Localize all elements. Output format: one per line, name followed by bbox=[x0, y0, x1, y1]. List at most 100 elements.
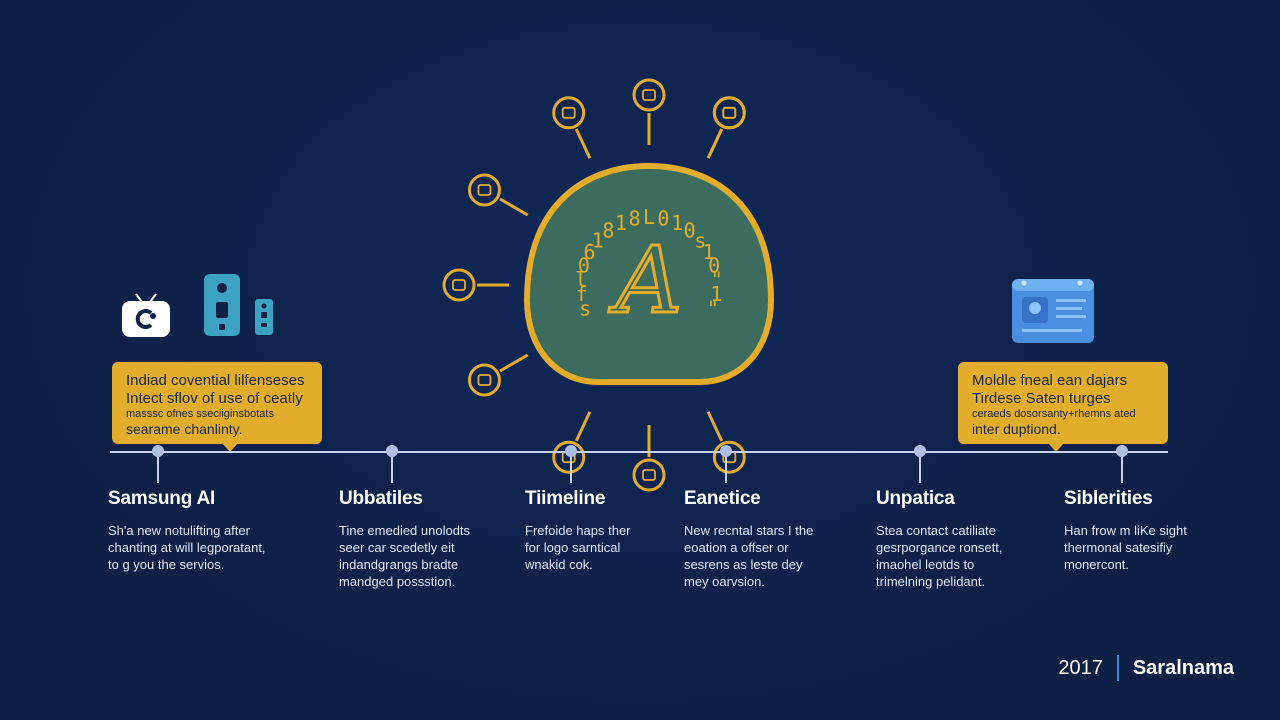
stage-desc-line: Frefoide haps ther bbox=[525, 523, 631, 538]
footer: 2017 Saralnama bbox=[1058, 655, 1234, 681]
timeline-tick bbox=[157, 451, 159, 483]
timeline-node[interactable] bbox=[386, 445, 398, 457]
stage-desc-line: trimelning pelidant. bbox=[876, 574, 986, 589]
callout-left-line-4: searame chanlinty. bbox=[126, 421, 243, 437]
hub-ring-glyph: L bbox=[643, 205, 655, 229]
hub-ring-glyph: " bbox=[707, 296, 719, 320]
remote-icon bbox=[255, 299, 273, 335]
footer-brand: Saralnama bbox=[1132, 656, 1234, 679]
chat-icon bbox=[712, 440, 746, 474]
hub-spoke bbox=[706, 411, 724, 442]
hub-spokes bbox=[442, 78, 746, 492]
hub-ring-glyph: s bbox=[694, 228, 706, 252]
hub-ring-glyph: 1 bbox=[615, 211, 627, 235]
stage-desc-line: imaohel leotds to bbox=[876, 557, 975, 572]
callout-right-line-3: ceraeds dosorsanty+rhemns ated bbox=[972, 408, 1136, 420]
box-icon-glyph bbox=[642, 89, 656, 101]
stage-title: Ubbatiles bbox=[339, 488, 423, 509]
hub-ring-glyph: 8 bbox=[602, 218, 614, 242]
timeline-tick bbox=[570, 451, 572, 483]
stage-description: Stea contact catiliate gesrporgance rons… bbox=[876, 522, 1076, 590]
tag-icon bbox=[467, 173, 501, 207]
stage-title: Tiimeline bbox=[525, 488, 606, 509]
stage-desc-line: Stea contact catiliate bbox=[876, 523, 996, 538]
callout-left-line-1: Indiad covential lilfenseses bbox=[126, 372, 305, 389]
hub-ring-glyph: 0 bbox=[684, 218, 696, 242]
stage-samsung-ai: Samsung AI Sh'a new notulifting after ch… bbox=[108, 488, 308, 573]
hub-ring-glyph: l bbox=[575, 268, 587, 292]
mail-icon bbox=[442, 268, 476, 302]
stage-desc-line: indandgrangs bradte bbox=[339, 557, 459, 572]
stage-title: Eanetice bbox=[684, 488, 761, 509]
mail-icon-glyph bbox=[452, 279, 466, 291]
stage-desc-line: eoation a offser or bbox=[684, 540, 789, 555]
hub-ring-glyph: 1 bbox=[592, 228, 604, 252]
timeline-node[interactable] bbox=[1116, 445, 1128, 457]
callout-left-line-3: masssc ofnes sseciiginsbotats bbox=[126, 408, 274, 420]
stage-desc-line: Han frow m liKe sight bbox=[1064, 523, 1187, 538]
stage-desc-line: chanting at will legporatant, bbox=[108, 540, 266, 555]
stage-desc-line: New recntal stars I the bbox=[684, 523, 814, 538]
hub-ring-glyph: s bbox=[579, 296, 591, 320]
hub-center-letter: A bbox=[608, 227, 682, 334]
phone-icon bbox=[552, 96, 586, 130]
hub-dome bbox=[523, 162, 775, 385]
callout-right-line-4: inter duptiond. bbox=[972, 421, 1061, 437]
truck-icon bbox=[552, 440, 586, 474]
hub-ring-glyph: 0 bbox=[657, 207, 669, 231]
timeline-tick bbox=[391, 451, 393, 483]
person-icon-glyph bbox=[477, 374, 492, 386]
pin-icon-glyph bbox=[722, 106, 737, 119]
footer-year: 2017 bbox=[1058, 656, 1103, 679]
hub-ring-glyph: 6 bbox=[583, 240, 595, 264]
hub-spoke bbox=[706, 128, 724, 159]
timeline-tick bbox=[919, 451, 921, 483]
timeline-node[interactable] bbox=[152, 445, 164, 457]
stage-desc-line: for logo sarntical bbox=[525, 540, 621, 555]
hub-spoke bbox=[574, 411, 592, 442]
calendar-icon bbox=[1012, 279, 1094, 343]
stage-title: Unpatica bbox=[876, 488, 955, 509]
tv-icon bbox=[122, 293, 170, 337]
callout-left: Indiad covential lilfenseses Intect sflo… bbox=[112, 362, 322, 452]
hub-spoke bbox=[499, 197, 529, 217]
stage-description: Sh'a new notulifting after chanting at w… bbox=[108, 522, 308, 573]
timeline-node[interactable] bbox=[565, 445, 577, 457]
stage-desc-line: mandged possstion. bbox=[339, 574, 456, 589]
stage-desc-line: Tine emedied unolodts bbox=[339, 523, 471, 538]
stage-desc-line: to g you the servios. bbox=[108, 557, 225, 572]
hub-spoke bbox=[499, 353, 529, 373]
hub-spoke bbox=[574, 128, 592, 159]
box-icon bbox=[632, 78, 666, 112]
hub-ring-glyph: f bbox=[576, 282, 588, 306]
stage-description: New recntal stars I the eoation a offser… bbox=[684, 522, 884, 590]
stage-desc-line: monercont. bbox=[1064, 557, 1130, 572]
timeline-node[interactable] bbox=[720, 445, 732, 457]
stage-desc-line: thermonal satesifiy bbox=[1064, 540, 1173, 555]
chart-icon-glyph bbox=[722, 106, 737, 119]
timeline-tick bbox=[725, 451, 727, 483]
stage-unpatica: Unpatica Stea contact catiliate gesrporg… bbox=[876, 488, 1076, 590]
stage-desc-line: seer car scedetly eit bbox=[339, 540, 455, 555]
tag-icon-glyph bbox=[477, 184, 492, 196]
pin-icon bbox=[712, 96, 746, 130]
timeline-node[interactable] bbox=[914, 445, 926, 457]
timeline-tick bbox=[1121, 451, 1123, 483]
stage-description: Tine emedied unolodts seer car scedetly … bbox=[339, 522, 539, 590]
stage-title: Samsung AI bbox=[108, 488, 216, 509]
phone-icon-glyph bbox=[561, 106, 576, 119]
stage-desc-line: wnakid cok. bbox=[525, 557, 593, 572]
timeline-axis bbox=[110, 451, 1168, 453]
hub-ring-glyph: 1 bbox=[671, 211, 683, 235]
callout-right-line-1: Moldle fneal ean dajars bbox=[972, 372, 1128, 389]
stage-siblerities: Siblerities Han frow m liKe sight thermo… bbox=[1064, 488, 1234, 573]
stage-eanetice: Eanetice New recntal stars I the eoation… bbox=[684, 488, 884, 590]
callout-right-line-2: Tirdese Saten turges bbox=[972, 390, 1111, 407]
stage-title: Siblerities bbox=[1064, 488, 1153, 509]
stage-tiimeline: Tiimeline Frefoide haps ther for logo sa… bbox=[525, 488, 725, 573]
stage-description: Han frow m liKe sight thermonal satesifi… bbox=[1064, 522, 1234, 573]
stage-desc-line: Sh'a new notulifting after bbox=[108, 523, 250, 538]
